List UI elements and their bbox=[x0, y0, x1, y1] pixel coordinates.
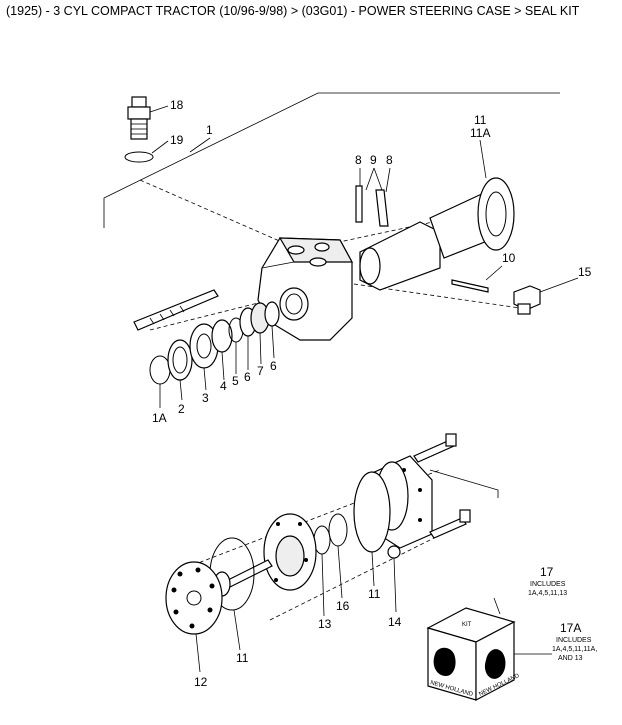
callout-14: 14 bbox=[388, 615, 402, 629]
callout-17a: 17A bbox=[560, 621, 581, 635]
callout-11a-top: 11A bbox=[470, 126, 490, 140]
callout-3: 3 bbox=[202, 391, 209, 405]
callout-4: 4 bbox=[220, 379, 227, 393]
callout-11-mid: 11 bbox=[368, 587, 381, 601]
part-10-pin bbox=[451, 265, 503, 293]
part-valve-rod bbox=[133, 289, 219, 331]
callout-12: 12 bbox=[194, 675, 208, 689]
part-2-ring bbox=[167, 339, 193, 401]
lower-assembly-leaders bbox=[179, 469, 499, 621]
part-1-steering-case-housing bbox=[257, 237, 354, 341]
callout-1: 1 bbox=[206, 123, 213, 137]
note-17a-line1: INCLUDES bbox=[556, 637, 592, 644]
part-6-7-bearing bbox=[239, 301, 280, 370]
callout-6-left: 6 bbox=[244, 370, 251, 384]
part-15-fitting bbox=[513, 277, 579, 315]
part-3-washer bbox=[189, 323, 219, 391]
callout-1a: 1A bbox=[152, 411, 167, 425]
note-17-line2: 1A,4,5,11,13 bbox=[528, 590, 567, 597]
callout-8-right: 8 bbox=[386, 153, 393, 167]
callout-19: 19 bbox=[170, 133, 184, 147]
callout-18: 18 bbox=[170, 98, 184, 112]
callout-6-right: 6 bbox=[270, 359, 277, 373]
callout-15: 15 bbox=[578, 265, 592, 279]
part-1a-seal bbox=[149, 355, 171, 408]
part-drive-shaft bbox=[213, 559, 273, 597]
seal-kit-box bbox=[426, 597, 552, 701]
callout-9: 9 bbox=[370, 153, 377, 167]
part-4-seal bbox=[211, 319, 233, 381]
part-8-9-centering-springs bbox=[355, 167, 391, 227]
part-19-o-ring bbox=[124, 140, 169, 163]
callout-2: 2 bbox=[178, 402, 185, 416]
part-18-fitting bbox=[127, 96, 169, 140]
callout-16: 16 bbox=[336, 599, 350, 613]
page-title: (1925) - 3 CYL COMPACT TRACTOR (10/96-9/… bbox=[6, 4, 580, 18]
note-17a-line3: AND 13 bbox=[558, 655, 583, 662]
part-bolts bbox=[413, 433, 471, 539]
callout-8-left: 8 bbox=[355, 153, 362, 167]
callout-labels: 18 19 1 8 9 8 11 11A 10 15 1A 2 3 4 5 6 … bbox=[152, 98, 597, 689]
callout-11-low: 11 bbox=[236, 651, 249, 665]
part-11-spool-sleeve bbox=[359, 139, 515, 291]
callout-7: 7 bbox=[257, 364, 264, 378]
part-16-ring bbox=[328, 513, 348, 599]
kit-box-label: KIT bbox=[462, 622, 472, 628]
callout-10: 10 bbox=[502, 251, 516, 265]
part-13-seal bbox=[313, 525, 331, 617]
part-gerotor-plate bbox=[263, 513, 317, 591]
note-17-line1: INCLUDES bbox=[530, 581, 566, 588]
part-12-end-plate bbox=[165, 561, 223, 673]
part-11-gasket-mid bbox=[353, 471, 391, 587]
callout-13: 13 bbox=[318, 617, 332, 631]
note-17a-line2: 1A,4,5,11,11A, bbox=[552, 646, 597, 653]
callout-5: 5 bbox=[232, 374, 239, 388]
callout-11-top: 11 bbox=[474, 113, 487, 127]
part-14-ball bbox=[387, 545, 401, 613]
callout-17: 17 bbox=[540, 565, 554, 579]
